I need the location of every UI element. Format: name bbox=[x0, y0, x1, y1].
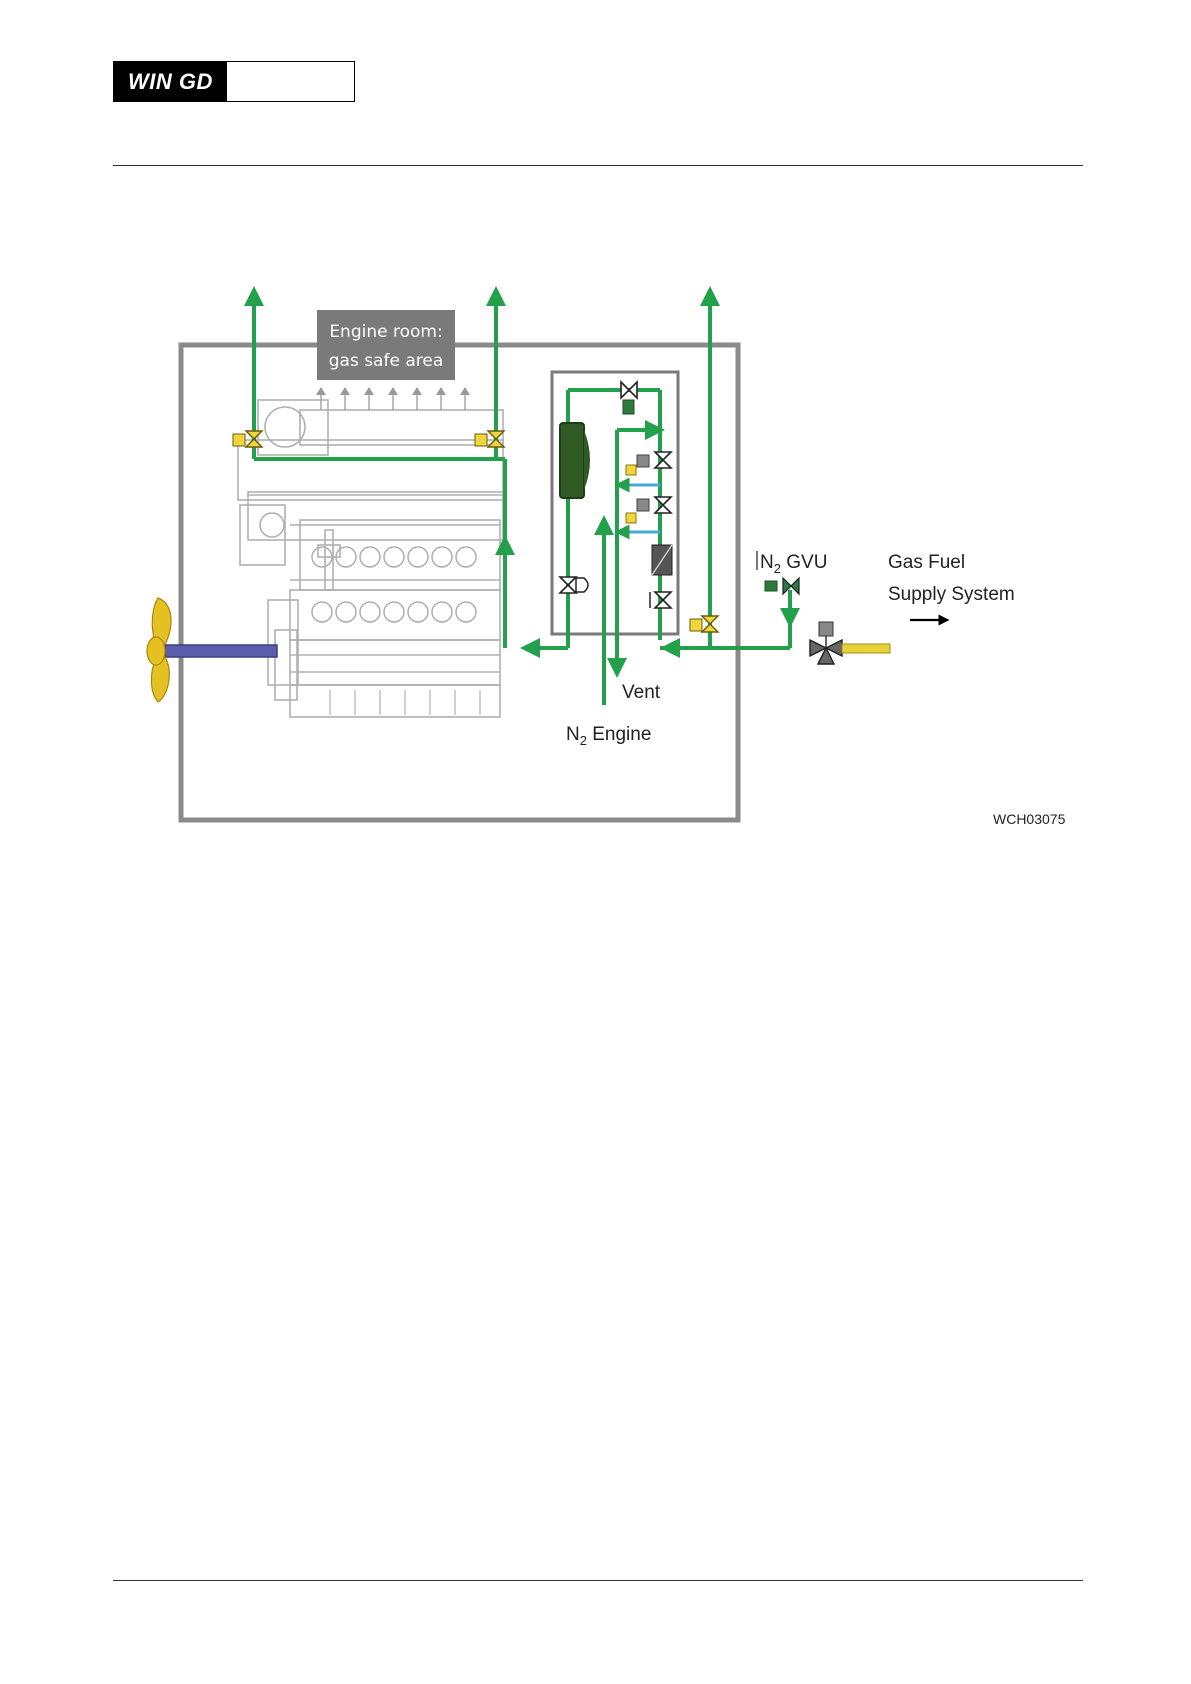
engine-exhaust-arrows bbox=[316, 387, 470, 410]
area-label-line1: Engine room: bbox=[329, 322, 442, 342]
gas-filter bbox=[560, 423, 584, 498]
gvu-yellow-actuator-1 bbox=[626, 465, 636, 475]
gas-fuel-label-line2: Supply System bbox=[888, 584, 1015, 605]
vent-label: Vent bbox=[622, 682, 661, 703]
gas-fuel-label-line1: Gas Fuel bbox=[888, 552, 965, 573]
engine-column-ticks bbox=[330, 690, 480, 715]
engine-cylinder-circles bbox=[312, 547, 476, 622]
engine-room-frame bbox=[181, 345, 738, 820]
main-gas-valve-actuator bbox=[819, 622, 833, 636]
header-valve-actuator-left bbox=[233, 434, 245, 446]
gvu-control-valve-actuator bbox=[576, 578, 588, 592]
gas-supply-pipe bbox=[842, 644, 890, 653]
gvu-valve-actuator-2 bbox=[637, 499, 649, 511]
header-valve-actuator-mid bbox=[475, 434, 487, 446]
gvu-valve-actuator-top bbox=[623, 400, 634, 414]
propeller-shaft bbox=[165, 645, 277, 657]
area-label-line2: gas safe area bbox=[329, 351, 444, 371]
gas-filter-cap bbox=[584, 430, 590, 490]
n2-engine-label: N2 Engine bbox=[566, 724, 651, 748]
n2-gvu-valve-actuator bbox=[765, 581, 777, 591]
n2-gvu-label: N2 GVU bbox=[760, 552, 827, 576]
engine-drawing bbox=[238, 400, 503, 717]
header-valve-actuator-right bbox=[690, 619, 702, 631]
gvu-yellow-actuator-2 bbox=[626, 513, 636, 523]
gvu-valve-actuator-1 bbox=[637, 455, 649, 467]
figure-id: WCH03075 bbox=[993, 811, 1066, 827]
